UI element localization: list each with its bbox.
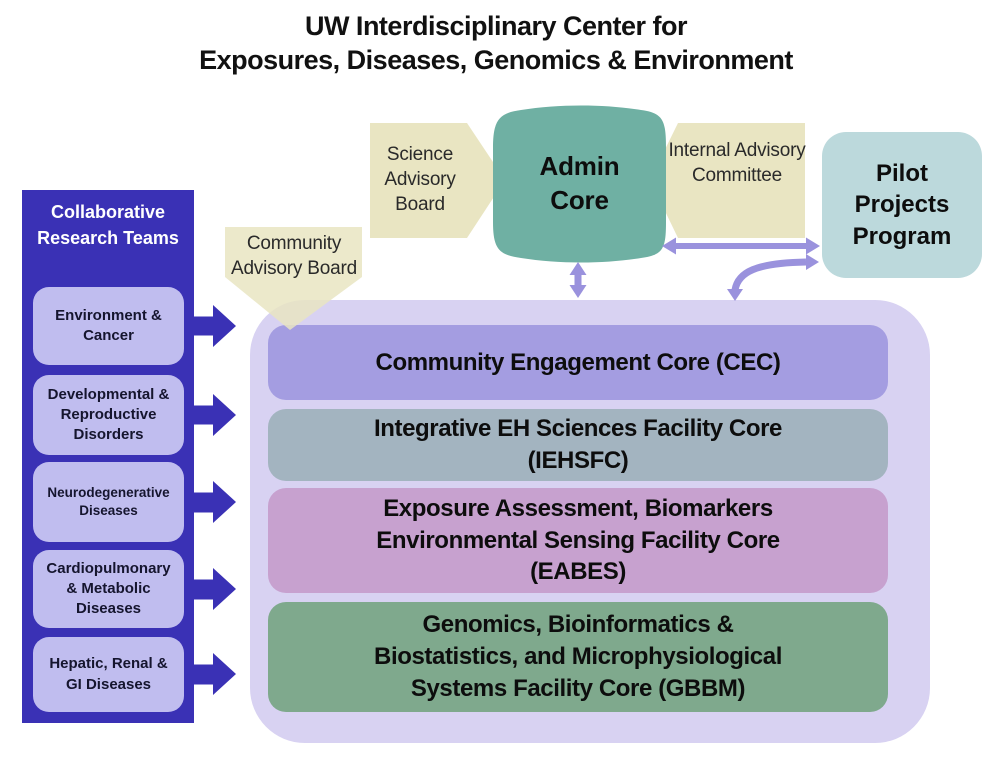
team-environment-cancer: Environment & Cancer bbox=[33, 287, 184, 365]
team-label: Neurodegenerative Diseases bbox=[47, 484, 170, 518]
team-cardiopulmonary-metabolic: Cardiopulmonary & Metabolic Diseases bbox=[33, 550, 184, 628]
core-cec: Community Engagement Core (CEC) bbox=[268, 325, 888, 400]
core-gbbm: Genomics, Bioinformatics & Biostatistics… bbox=[268, 602, 888, 712]
team-label: Environment & Cancer bbox=[55, 306, 162, 344]
team-arrow-2 bbox=[194, 394, 236, 436]
core-label: Genomics, Bioinformatics & Biostatistics… bbox=[374, 611, 782, 702]
science-advisory-board-label: Science Advisory Board bbox=[384, 144, 456, 216]
admin-cores-double-arrow bbox=[569, 262, 587, 298]
community-advisory-board-label: Community Advisory Board bbox=[230, 233, 358, 280]
pilot-cores-arrowhead-right bbox=[806, 254, 819, 270]
core-label: Exposure Assessment, Biomarkers Environm… bbox=[376, 494, 780, 586]
core-iehsfc: Integrative EH Sciences Facility Core (I… bbox=[268, 409, 888, 481]
page-title: UW Interdisciplinary Center for Exposure… bbox=[199, 11, 793, 75]
core-label: Community Engagement Core (CEC) bbox=[375, 348, 781, 376]
team-hepatic-renal-gi: Hepatic, Renal & GI Diseases bbox=[33, 637, 184, 712]
pilot-label: Pilot Projects Program bbox=[852, 160, 952, 250]
pilot-projects-program-box: Pilot Projects Program bbox=[822, 132, 982, 278]
team-label: Hepatic, Renal & GI Diseases bbox=[49, 655, 168, 693]
pilot-cores-curved-arrow bbox=[731, 258, 807, 291]
admin-core-label: Admin Core bbox=[539, 151, 620, 215]
sidebar-header: Collaborative Research Teams bbox=[37, 202, 179, 249]
core-eabes: Exposure Assessment, Biomarkers Environm… bbox=[268, 488, 888, 593]
admin-pilot-double-arrow bbox=[662, 237, 820, 255]
team-arrow-1 bbox=[194, 305, 236, 347]
team-arrow-5 bbox=[194, 653, 236, 695]
team-neurodegenerative: Neurodegenerative Diseases bbox=[33, 462, 184, 542]
core-label: Integrative EH Sciences Facility Core (I… bbox=[373, 415, 783, 474]
internal-advisory-committee-label: Internal Advisory Committee bbox=[668, 140, 806, 187]
team-label: Developmental & Reproductive Disorders bbox=[47, 385, 170, 444]
team-label: Cardiopulmonary & Metabolic Diseases bbox=[46, 559, 171, 618]
team-developmental-reproductive: Developmental & Reproductive Disorders bbox=[33, 375, 184, 455]
team-arrow-4 bbox=[194, 568, 236, 610]
collaborative-research-teams-panel: Collaborative Research Teams Environment… bbox=[22, 190, 194, 723]
team-arrow-3 bbox=[194, 481, 236, 523]
